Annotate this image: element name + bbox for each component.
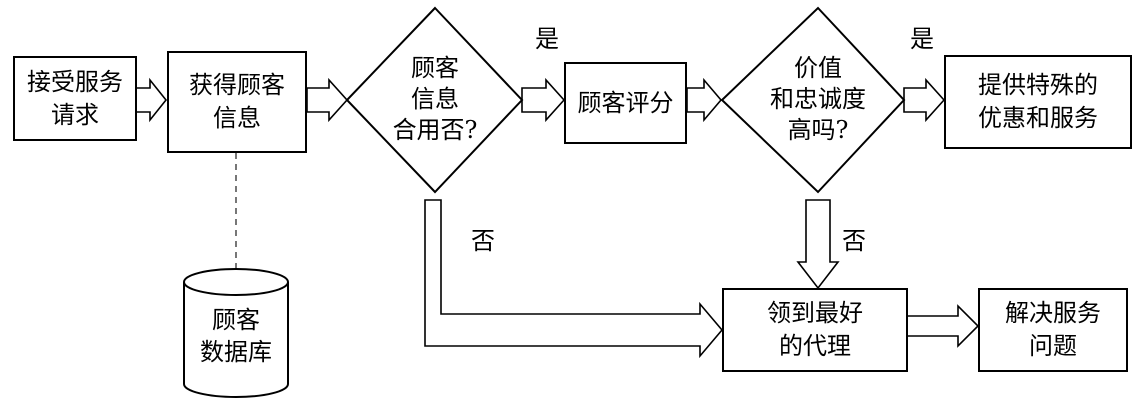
arrow-decision2-to-agent — [796, 199, 840, 290]
label-no-info: 否 — [471, 227, 495, 255]
arrow-decision-to-rating — [521, 77, 566, 123]
node-get-customer-info-label: 获得顾客 信息 — [189, 71, 285, 132]
decision-diamond-value-shape — [720, 6, 906, 194]
node-resolve-issue-label: 解决服务 问题 — [1005, 299, 1101, 360]
node-best-agent: 领到最好 的代理 — [722, 288, 908, 372]
decision-diamond-info-shape — [345, 6, 524, 194]
node-customer-db-label: 顾客 数据库 — [200, 306, 272, 366]
arrow-decision2-to-offers — [903, 77, 946, 123]
node-get-customer-info: 获得顾客 信息 — [167, 51, 307, 153]
label-yes-value: 是 — [910, 25, 934, 53]
database-cylinder-shape — [183, 268, 289, 398]
node-resolve-issue: 解决服务 问题 — [978, 288, 1128, 372]
arrow-receive-to-info — [135, 77, 168, 123]
label-yes-info: 是 — [535, 25, 559, 53]
node-customer-rating: 顾客评分 — [564, 62, 687, 144]
label-no-value: 否 — [842, 227, 866, 255]
node-best-agent-label: 领到最好 的代理 — [767, 299, 863, 360]
decision-value-loyalty-label: 价值 和忠诚度 高吗? — [770, 54, 866, 144]
decision-info-usable-label: 顾客 信息 合用否? — [392, 54, 478, 144]
node-special-offers-label: 提供特殊的 优惠和服务 — [978, 71, 1098, 132]
node-receive-request-label: 接受服务 请求 — [27, 67, 123, 129]
arrow-agent-to-resolve — [906, 304, 980, 348]
arrow-decision1-to-agent — [424, 199, 724, 359]
node-special-offers: 提供特殊的 优惠和服务 — [944, 55, 1132, 149]
arrow-rating-to-decision2 — [686, 77, 723, 123]
node-customer-rating-label: 顾客评分 — [577, 88, 674, 117]
arrow-info-to-decision — [306, 77, 349, 123]
node-receive-request: 接受服务 请求 — [13, 56, 137, 141]
